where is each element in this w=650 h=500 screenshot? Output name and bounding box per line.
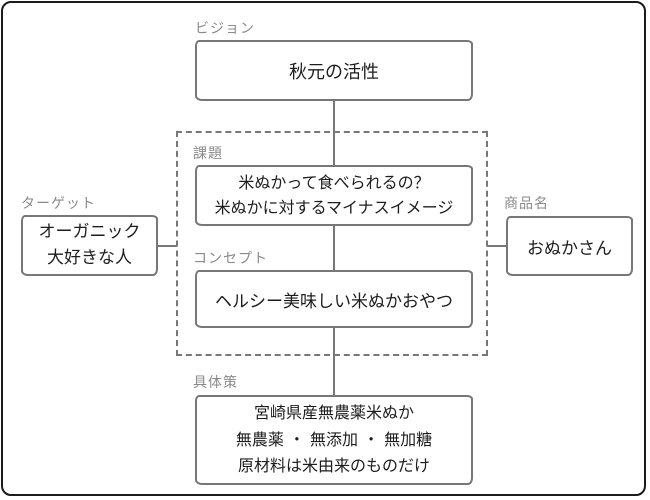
target-text-line2: 大好きな人: [47, 247, 132, 268]
concept-box: ヘルシー美味しい米ぬかおやつ: [195, 270, 473, 328]
issue-concept-group-outline: [176, 131, 488, 356]
product-name-label: 商品名: [504, 196, 549, 212]
action-label: 具体策: [193, 375, 238, 391]
concept-label: コンセプト: [193, 251, 268, 267]
connector-container-to-product: [487, 245, 507, 247]
vision-text: 秋元の活性: [289, 61, 379, 83]
target-box: オーガニック 大好きな人: [21, 215, 158, 276]
connector-target-to-container: [157, 245, 177, 247]
issue-label: 課題: [193, 146, 223, 162]
target-text-line1: オーガニック: [38, 222, 141, 242]
connector-vision-to-issue: [333, 101, 335, 166]
connector-issue-to-concept: [333, 225, 335, 271]
concept-text: ヘルシー美味しい米ぬかおやつ: [215, 291, 453, 312]
vision-box: 秋元の活性: [195, 40, 473, 101]
product-name-box: おぬかさん: [506, 216, 633, 276]
action-box: 宮崎県産無農薬米ぬか 無農薬 ・ 無添加 ・ 無加糖 原材料は米由来のものだけ: [195, 395, 473, 485]
action-text-line1: 宮崎県産無農薬米ぬか: [253, 403, 414, 423]
issue-text-line2: 米ぬかに対するマイナスイメージ: [214, 197, 454, 217]
issue-box: 米ぬかって食べられるの？ 米ぬかに対するマイナスイメージ: [195, 165, 473, 226]
action-text-line2: 無農薬 ・ 無添加 ・ 無加糖: [235, 429, 433, 449]
product-name-text: おぬかさん: [527, 238, 612, 259]
issue-text-line1: 米ぬかって食べられるの？: [238, 172, 430, 192]
target-label: ターゲット: [21, 196, 96, 212]
vision-label: ビジョン: [195, 21, 255, 37]
action-text-line3: 原材料は米由来のものだけ: [237, 456, 430, 476]
connector-concept-to-action: [333, 327, 335, 396]
